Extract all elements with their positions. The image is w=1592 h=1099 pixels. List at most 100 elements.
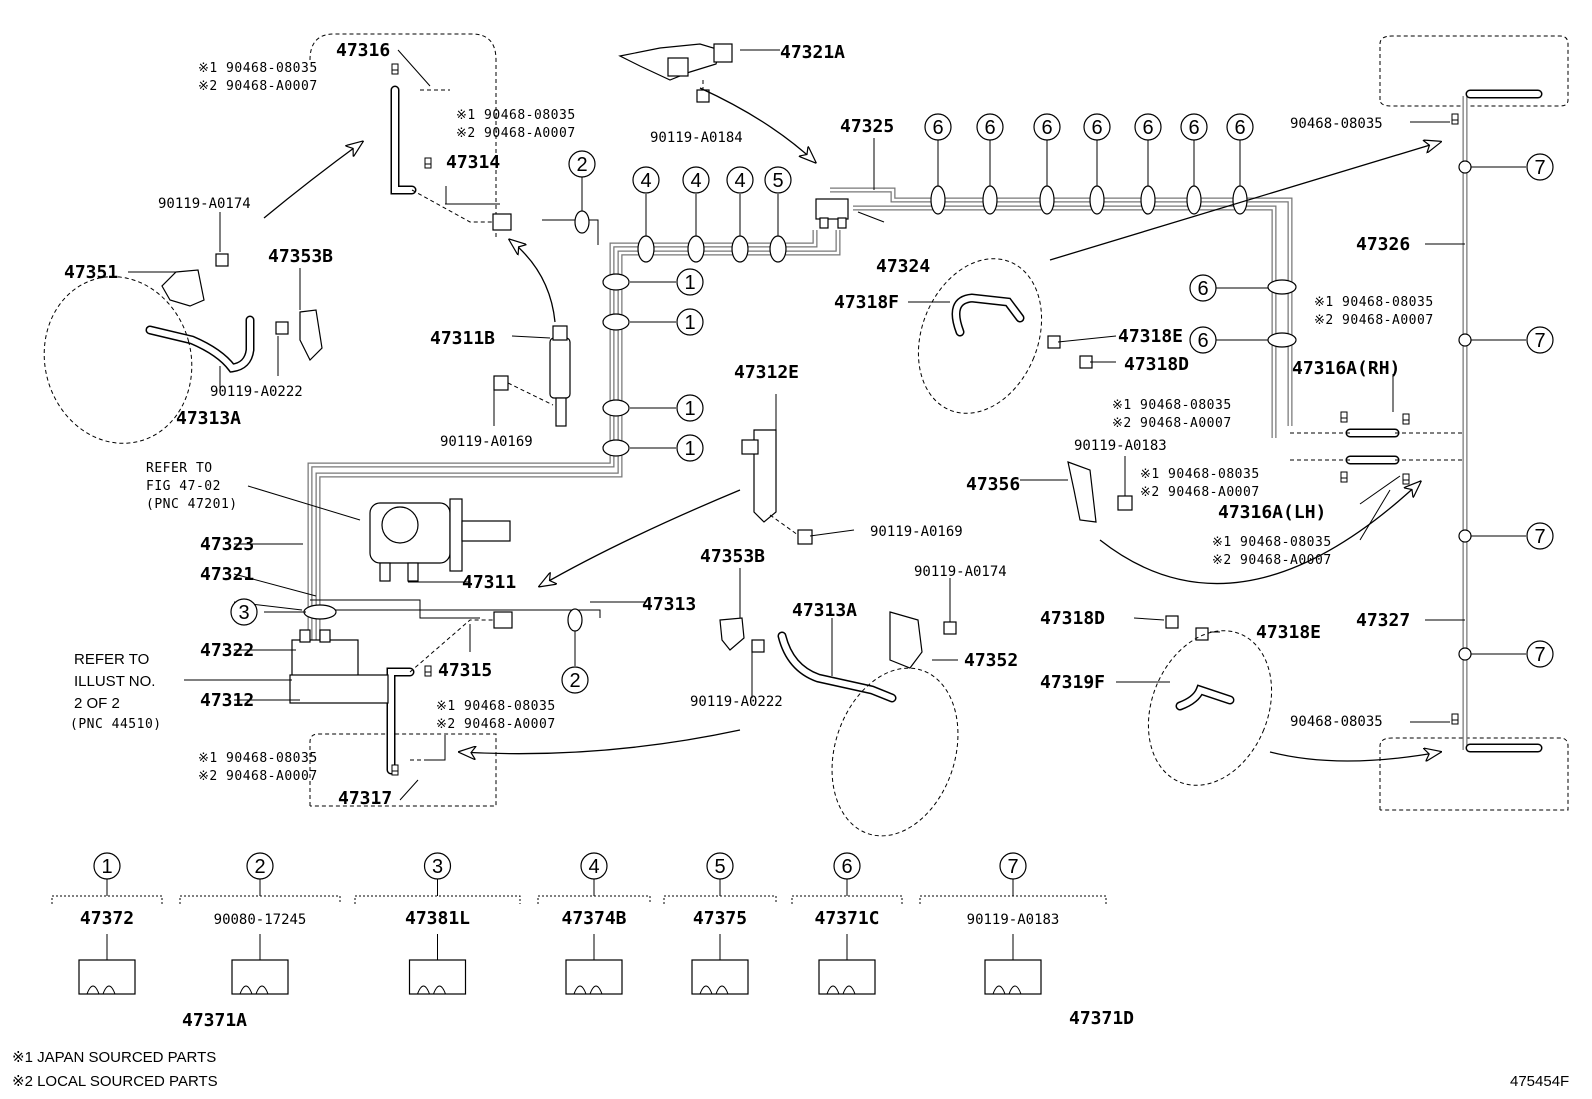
clip-7a [1458,160,1472,174]
clip-1c [602,399,630,417]
note-2-a: ※1 90468-08035 [456,108,576,123]
clip-1d [602,439,630,457]
valve-47311B [493,325,571,427]
clip-4c [731,235,749,263]
label-47321A: 47321A [780,42,845,63]
callout-number: 6 [1142,117,1153,139]
illustration-code: 475454F [1510,1073,1569,1090]
clip-4b [687,235,705,263]
label-90119-A0222-mid: 90119-A0222 [690,694,783,710]
label-90119-A0174-mid: 90119-A0174 [914,564,1007,580]
label-47311: 47311 [462,572,516,593]
callout-1-3: 1 [676,434,704,462]
legend-number: 2 [254,856,265,878]
callout-2-5: 2 [561,666,589,694]
clip-icons [391,63,1459,776]
note-6-a: ※1 90468-08035 [1212,535,1332,550]
label-90119-A0222-top: 90119-A0222 [210,384,303,400]
callout-number: 6 [1188,117,1199,139]
label-47322: 47322 [200,640,254,661]
label-47353B-top: 47353B [268,246,333,267]
clip-7d [1458,647,1472,661]
callout-6-14: 6 [1083,113,1111,141]
legend-part-sketch [231,959,289,995]
clip-6d [1089,185,1105,215]
callout-6-17: 6 [1226,113,1254,141]
callout-5-10: 5 [764,166,792,194]
callout-number: 7 [1534,526,1545,548]
clip-2-top [574,210,590,234]
clip-6g [1232,185,1248,215]
legend-extra-part-number: 47371A [182,1010,247,1031]
label-47326: 47326 [1356,234,1410,255]
bracket-47312E [741,429,813,545]
refer-illust-line4: (PNC 44510) [70,717,162,732]
label-47314: 47314 [446,152,500,173]
callout-number: 5 [772,170,783,192]
legend-number: 4 [588,856,599,878]
label-47352: 47352 [964,650,1018,671]
legend-item-6: 6 47371C [791,852,903,995]
label-47318E-bot: 47318E [1256,622,1321,643]
unions [492,198,849,629]
legend-extra-part-number: 47371D [1069,1008,1134,1029]
label-90119-A0169-left: 90119-A0169 [440,434,533,450]
label-47313: 47313 [642,594,696,615]
note-7-b: ※2 90468-A0007 [436,717,556,732]
callout-number: 7 [1534,330,1545,352]
note-8-a: ※1 90468-08035 [198,751,318,766]
note-1-a: ※1 90468-08035 [198,61,318,76]
clip-6f [1186,185,1202,215]
clip-1b [602,313,630,331]
callout-6-11: 6 [924,113,952,141]
callout-6-19: 6 [1189,326,1217,354]
legend-part-sketch [691,959,749,995]
callout-number: 6 [932,117,943,139]
callout-2-4: 2 [568,150,596,178]
box-front-left-top [309,33,497,240]
note-3-a: ※1 90468-08035 [1314,295,1434,310]
front-right-hose-assembly [719,611,959,837]
callout-6-18: 6 [1189,274,1217,302]
clip-6i [1267,332,1297,348]
note-6-b: ※2 90468-A0007 [1212,553,1332,568]
legend-part-number: 47371C [814,908,879,929]
refer-notes: REFER TO FIG 47-02 (PNC 47201) REFER TO … [70,461,237,732]
label-47317: 47317 [338,788,392,809]
label-47312E: 47312E [734,362,799,383]
refer-illust-line2: ILLUST NO. [74,673,155,690]
callout-6-12: 6 [976,113,1004,141]
callout-number: 2 [569,670,580,692]
tube-flex-hoses [386,85,1543,775]
legend-part-sketch [818,959,876,995]
callout-number: 4 [690,170,701,192]
label-90119-A0184: 90119-A0184 [650,130,743,146]
clip-note-pairs: ※1 90468-08035 ※2 90468-A0007 ※1 90468-0… [198,61,1434,784]
callout-4-8: 4 [682,166,710,194]
rear-lower-hose-assembly [1147,615,1273,786]
callout-7-22: 7 [1526,522,1554,550]
callout-number: 6 [1197,278,1208,300]
label-47316A-RH: 47316A(RH) [1292,358,1400,379]
refer-illust-line1: REFER TO [74,651,149,668]
callout-number: 6 [1234,117,1245,139]
clip-5 [769,235,787,263]
label-90468-bot-right: 90468-08035 [1290,714,1383,730]
callout-number: 7 [1534,157,1545,179]
label-47312: 47312 [200,690,254,711]
refer-fig-line1: REFER TO [146,461,213,476]
legend-number: 6 [841,856,852,878]
master-cylinder [369,498,511,582]
callout-number: 1 [684,312,695,334]
clip-1a [602,273,630,291]
callout-7-23: 7 [1526,640,1554,668]
legend-number: 1 [101,856,112,878]
legend-part-sketch [565,959,623,995]
